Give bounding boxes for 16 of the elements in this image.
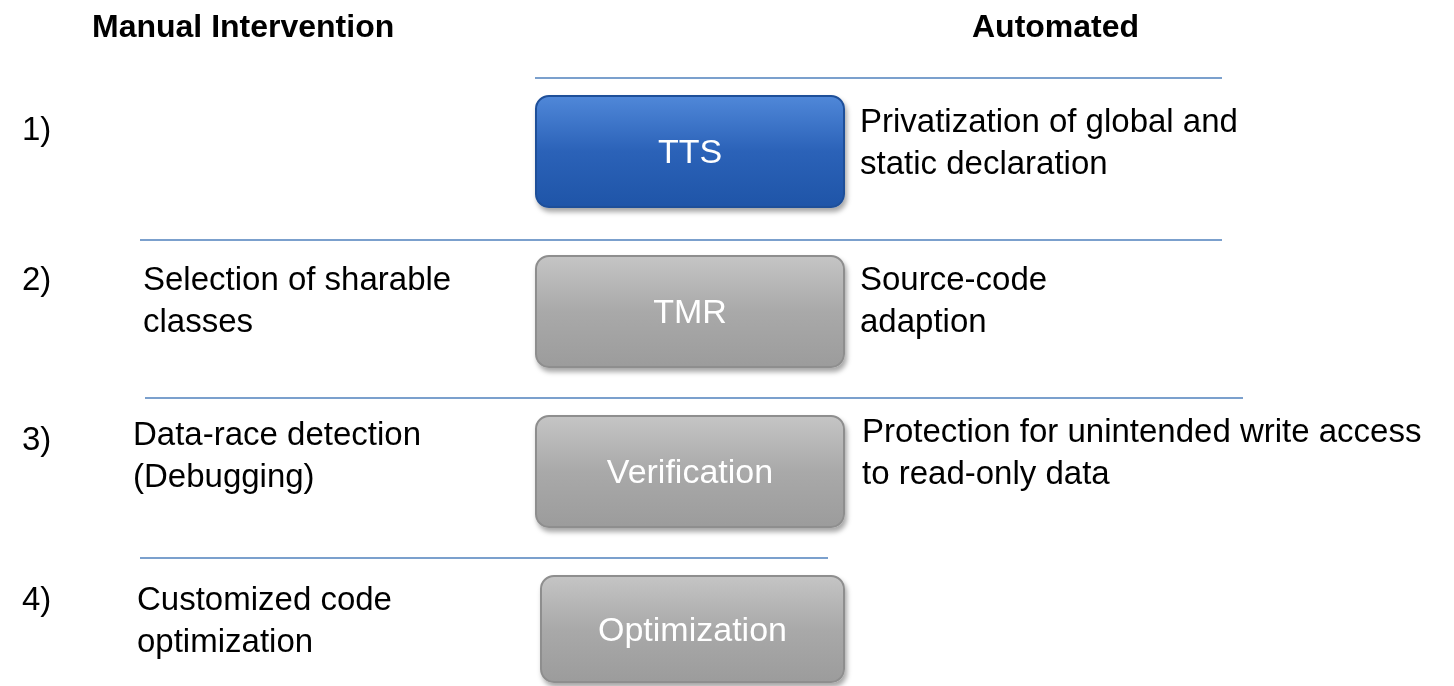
process-box: Verification xyxy=(535,415,845,528)
process-box: TTS xyxy=(535,95,845,208)
description-text: Source-code adaption xyxy=(860,259,1049,341)
description-text: Customized code optimization xyxy=(137,579,393,661)
column-heading: Manual Intervention xyxy=(92,7,395,46)
row-number: 1) xyxy=(22,109,52,149)
description-text: Data-race detection (Debugging) xyxy=(133,414,422,496)
description-text: Protection for unintended write access to read-only data xyxy=(862,411,1423,493)
description-text: Privatization of global and static declaration xyxy=(860,101,1239,183)
process-box: Optimization xyxy=(540,575,845,683)
row-number: 2) xyxy=(22,259,52,299)
row-number: 3) xyxy=(22,419,52,459)
column-heading: Automated xyxy=(972,7,1140,46)
description-text: Selection of sharable classes xyxy=(143,259,453,341)
row-number: 4) xyxy=(22,579,52,619)
process-box: TMR xyxy=(535,255,845,368)
